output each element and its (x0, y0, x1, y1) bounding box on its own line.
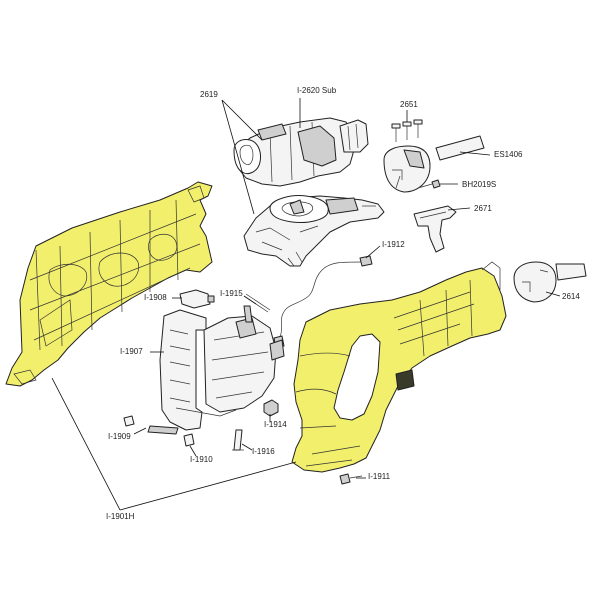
screw-bh2019s (417, 179, 441, 189)
label-i1907: I-1907 (120, 347, 143, 356)
label-2671: 2671 (474, 204, 492, 213)
parts-i1909 (123, 415, 179, 435)
label-i1901h: I-1901H (106, 512, 135, 521)
label-i1910: I-1910 (190, 455, 213, 464)
screws-2651 (391, 119, 423, 142)
gear-housing-assembly (233, 117, 369, 187)
rod-i1916 (232, 429, 244, 451)
label-es1406: ES1406 (494, 150, 523, 159)
label-i1909: I-1909 (108, 432, 131, 441)
left-housing-half (5, 181, 213, 387)
leader-lines (51, 98, 561, 511)
label-2651: 2651 (400, 100, 418, 109)
label-2614: 2614 (562, 292, 580, 301)
label-i1914: I-1914 (264, 420, 287, 429)
label-i2620-sub: I-2620 Sub (297, 86, 337, 95)
gear-plate-assembly (243, 195, 385, 267)
label-2619: 2619 (200, 90, 218, 99)
label-i1911: I-1911 (368, 472, 391, 481)
rubber-bar-es1406 (435, 135, 485, 161)
blade-clamp-2614 (513, 261, 587, 303)
label-bh2019s: BH2019S (462, 180, 497, 189)
label-i1912: I-1912 (382, 240, 405, 249)
part-i1910 (183, 433, 195, 447)
label-i1916: I-1916 (252, 447, 275, 456)
label-i1915: I-1915 (220, 289, 243, 298)
connector-i1908 (179, 289, 215, 309)
motor-switch-i1907 (159, 305, 285, 431)
right-housing-half (291, 261, 507, 473)
label-i1908: I-1908 (144, 293, 167, 302)
front-cap (383, 145, 431, 193)
screw-i1911 (339, 473, 363, 485)
lever-2671 (413, 205, 457, 253)
nut-i1914 (263, 399, 279, 417)
